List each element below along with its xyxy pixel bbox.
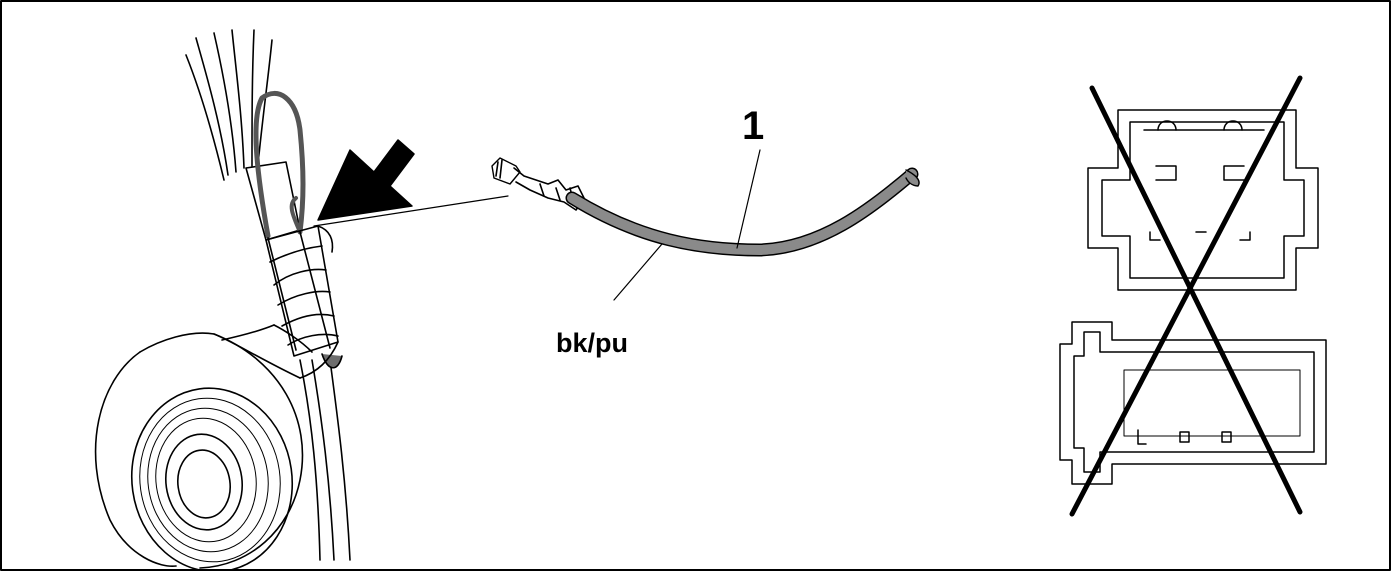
- part-callout-number: 1: [742, 104, 765, 148]
- pointer-arrow-icon: [317, 139, 415, 221]
- wire-harness: [185, 29, 351, 561]
- leader-line: [313, 195, 509, 227]
- crossed-out-connector-icon: [1059, 75, 1327, 517]
- wire-color-label: bk/pu: [556, 328, 628, 358]
- loop-wire: [253, 91, 306, 239]
- cross-out-mark: [1089, 85, 1303, 515]
- connector-upper-half: [1087, 109, 1319, 291]
- tape-wrap: [265, 225, 343, 369]
- insulating-tape-roll-icon: [94, 333, 304, 571]
- connector-lower-half: [1059, 321, 1327, 485]
- wire-color-leader: [613, 243, 663, 301]
- wire-with-terminal: [491, 157, 920, 257]
- callout-1-leader: [736, 149, 761, 249]
